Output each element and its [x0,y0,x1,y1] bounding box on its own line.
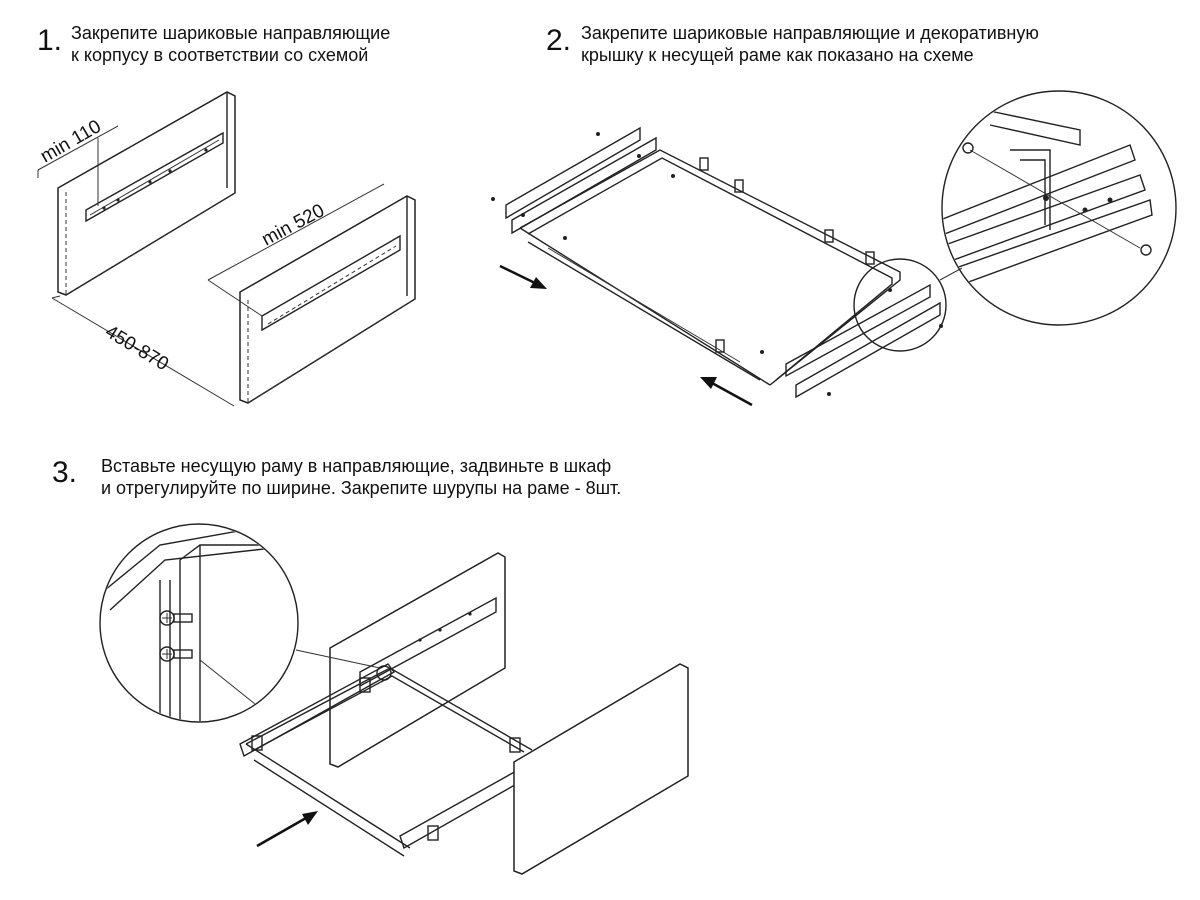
front-runners [491,126,675,240]
rear-cabinet-panel [329,552,506,768]
carrier-frame [519,149,901,386]
front-cabinet-panel [513,663,689,875]
step-2-text: Закрепите шариковые направляющие и декор… [581,22,1039,66]
step-2-line-2: крышку к несущей раме как показано на сх… [581,45,974,65]
step-1-text: Закрепите шариковые направляющие к корпу… [71,22,390,66]
step-3-text: Вставьте несущую раму в направляющие, за… [101,455,621,499]
step-1-line-1: Закрепите шариковые направляющие [71,23,391,43]
left-runner-rail [85,131,224,223]
dimension-min-offset-label: min 110 [37,116,105,167]
step-2-illustration [491,90,1177,407]
dimension-depth-range-label: 450-870 [101,321,172,375]
step-2-arrow-right [700,377,753,407]
dimension-min-length-label: min 520 [258,200,328,250]
step-3-illustration [99,523,689,875]
step-1-illustration: min 110 450-870 min 520 [37,91,416,407]
right-side-panel [239,195,416,404]
step-1-number: 1. [37,24,63,57]
step-1-line-2: к корпусу в соответствии со схемой [71,45,369,65]
step-2-arrow-left [499,264,547,289]
rear-runners [760,283,943,399]
dimension-depth-range: 450-870 [51,295,235,407]
step-3-number: 3. [52,456,78,489]
right-runner-rail [261,234,401,332]
left-side-panel [57,91,236,296]
step-3-line-1: Вставьте несущую раму в направляющие, за… [101,456,612,476]
step-3-line-2: и отрегулируйте по ширине. Закрепите шур… [101,478,622,498]
step-2-line-1: Закрепите шариковые направляющие и декор… [581,23,1039,43]
step-2-number: 2. [546,24,572,57]
step-3-arrow [256,811,318,848]
